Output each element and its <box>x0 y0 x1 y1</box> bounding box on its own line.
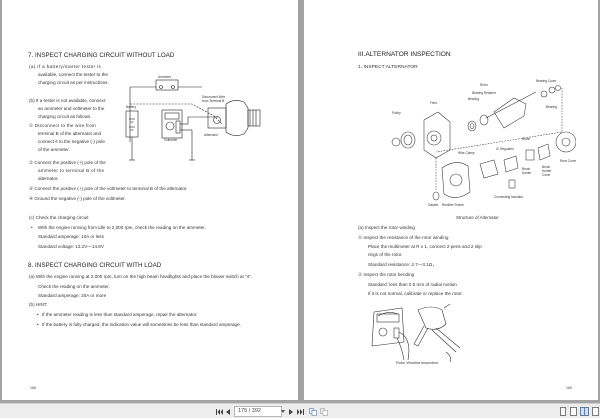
step-c-heading: (c) Check the charging circuit <box>29 215 89 220</box>
step-2-standard: Standard: less than 0.5 mm of radial mot… <box>368 282 457 287</box>
svg-text:Rectifier Frame: Rectifier Frame <box>442 203 464 207</box>
prev-page-button[interactable] <box>225 407 231 416</box>
two-page-divider-icon <box>584 408 585 415</box>
svg-text:Rotor Winding Inspection: Rotor Winding Inspection <box>396 361 438 364</box>
rotate-page-icon <box>308 407 317 416</box>
svg-text:Wire Clamp: Wire Clamp <box>458 151 475 155</box>
step-2: ② Inspect the rotor bending <box>358 272 415 277</box>
bullet-icon: • <box>37 322 39 327</box>
step-c-voltage: Standard voltage: 13.2V—14.8V <box>38 244 104 249</box>
figure-caption-structure: Structure of Alternator <box>456 215 499 220</box>
step-1-standard: Standard resistance: 2.7—3.1Ω， <box>368 262 437 267</box>
svg-text:Holder: Holder <box>542 169 552 173</box>
svg-text:Rotor: Rotor <box>480 83 489 87</box>
step-4: ④ Ground the negative (-) pole of the vo… <box>29 196 126 201</box>
view-continuous-button[interactable] <box>570 407 577 416</box>
step-3: ③ Connect the positive (+) pole of the v… <box>29 186 188 191</box>
prev-arrow-icon <box>226 408 230 415</box>
step-a-line2: available, connect the tester to the <box>38 72 108 77</box>
step-1: ① Inspect the resistance of the rotor wi… <box>358 235 449 240</box>
svg-text:Battery: Battery <box>126 105 137 109</box>
svg-text:Bearing Cover: Bearing Cover <box>536 79 557 83</box>
step-a-heading: (a) Inspect the rotor winding <box>358 225 415 230</box>
rotate-ccw-icon <box>319 407 328 416</box>
step-1-line1: ① Disconnect to the wire from <box>29 123 96 128</box>
svg-text:Bearing Retainer: Bearing Retainer <box>472 91 497 95</box>
page-number: 168 <box>30 386 36 390</box>
svg-text:Gasket: Gasket <box>428 203 438 207</box>
document-viewport[interactable]: 7. INSPECT CHARGING CIRCUIT WITHOUT LOAD… <box>0 0 600 403</box>
last-page-button[interactable] <box>296 407 304 416</box>
charging-circuit-diagram: Ammeter Battery Voltmeter Disconnect Wir… <box>125 75 261 161</box>
viewer-toolbar: 175 / 392 <box>0 403 600 418</box>
svg-text:Bearing: Bearing <box>468 97 479 101</box>
step-1-line1: Place the multimeter at R x 1, connect 2… <box>368 244 482 249</box>
next-arrow-icon <box>289 408 293 415</box>
svg-text:Brush: Brush <box>542 165 551 169</box>
chevron-down-icon <box>281 410 285 413</box>
view-two-page-button[interactable] <box>580 407 589 416</box>
subheading-inspect-alternator: 1. INSPECT ALTERNATOR <box>358 65 418 70</box>
page-number-input[interactable]: 175 / 392 <box>234 406 282 417</box>
page-169: III.ALTERNATOR INSPECTION 1. INSPECT ALT… <box>304 0 598 400</box>
svg-text:Brush: Brush <box>522 167 531 171</box>
step-2-line1: ② Connect the positive (+) pole of the <box>29 160 106 165</box>
svg-text:Cover: Cover <box>542 173 551 177</box>
next-page-button[interactable] <box>288 407 294 416</box>
view-single-page-button[interactable] <box>560 407 566 416</box>
svg-text:Rear Cover: Rear Cover <box>560 159 576 163</box>
step-2-note: If it is not normal, calibrate or replac… <box>368 291 463 296</box>
svg-text:Brush: Brush <box>522 137 531 141</box>
rotate-ccw-button[interactable] <box>319 407 328 416</box>
view-two-page-continuous-button[interactable] <box>592 407 599 416</box>
svg-text:Disconnect Wire: Disconnect Wire <box>202 95 225 99</box>
step-1-line2: terminal B of the alternator and <box>38 131 102 136</box>
svg-text:Ammeter: Ammeter <box>158 75 172 79</box>
alternator-exploded-diagram: Rotor Bearing Cover Bearing Retainer Bea… <box>391 79 576 207</box>
rotate-button[interactable] <box>308 407 317 416</box>
page-number: 169 <box>566 386 572 390</box>
svg-text:Voltmeter: Voltmeter <box>164 138 178 142</box>
step-1-line2: rings of the rotor. <box>368 252 403 257</box>
page-168: 7. INSPECT CHARGING CIRCUIT WITHOUT LOAD… <box>2 0 298 400</box>
step-a-line3: charging circuit as per instructions. <box>38 80 109 85</box>
bullet-icon: • <box>37 312 39 317</box>
step-2-line3: alternator. <box>38 176 59 181</box>
svg-text:IC Regulator: IC Regulator <box>496 147 515 151</box>
svg-text:Connecting Insulator: Connecting Insulator <box>494 195 524 199</box>
first-page-icon <box>215 408 223 415</box>
svg-text:Fixer: Fixer <box>430 101 438 105</box>
rotor-winding-illustration: Rotor Winding Inspection <box>371 303 461 364</box>
section-heading-7: 7. INSPECT CHARGING CIRCUIT WITHOUT LOAD <box>28 52 175 59</box>
step-a-line1: (a) If a battery/starter tester is <box>29 64 102 69</box>
svg-text:Alternator: Alternator <box>204 133 219 137</box>
step-b-line2: an ammeter and voltmeter to the <box>38 106 105 111</box>
svg-text:from Terminal B: from Terminal B <box>202 99 224 103</box>
step-b-line1: (b) If a tester is not available, connec… <box>29 98 106 103</box>
svg-text:Bearing: Bearing <box>546 105 557 109</box>
step-1-line3: connect it to the negative (-) pole <box>38 139 105 144</box>
step-c-amperage: Standard amperage: 10A or less <box>38 234 104 239</box>
step-c-bullet: With the engine running from idle to 2,0… <box>38 225 206 230</box>
h8-step-a: (a) With the engine running at 2,000 rpm… <box>29 274 253 279</box>
h8-hint: (b) HINT: <box>29 302 48 307</box>
first-page-button[interactable] <box>215 407 223 416</box>
h8-bullet-1: If the ammeter reading is less than stan… <box>42 312 198 317</box>
h8-amperage: Standard amperage: 20A or more <box>38 293 107 298</box>
svg-text:Pulley: Pulley <box>392 111 401 115</box>
h8-bullet-2: If the battery is fully charged, the ind… <box>42 322 241 327</box>
step-2-line2: ammeter to terminal B of the <box>38 168 105 173</box>
last-page-icon <box>296 408 304 415</box>
page-dropdown-toggle[interactable] <box>281 407 286 416</box>
h8-check: Check the reading on the ammeter. <box>38 284 110 289</box>
step-b-line3: charging circuit as follows. <box>38 114 92 119</box>
step-1-line4: of the ammeter. <box>38 147 70 152</box>
section-heading-iii: III.ALTERNATOR INSPECTION <box>358 51 451 58</box>
section-heading-8: 8. INSPECT CHARGING CIRCUIT WITH LOAD <box>28 262 162 269</box>
bullet-icon: • <box>31 225 33 230</box>
svg-text:Holder: Holder <box>522 171 532 175</box>
